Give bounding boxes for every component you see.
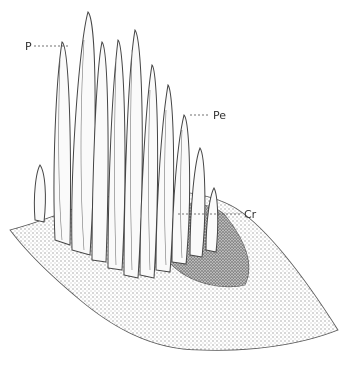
papilla: [190, 148, 205, 257]
label-p: P: [25, 40, 32, 53]
label-pe: Pe: [213, 109, 226, 122]
papilla: [108, 40, 125, 270]
label-cr: Cr: [244, 208, 257, 221]
papilla: [54, 42, 71, 245]
papilla: [34, 165, 45, 222]
papilla: [124, 30, 142, 278]
